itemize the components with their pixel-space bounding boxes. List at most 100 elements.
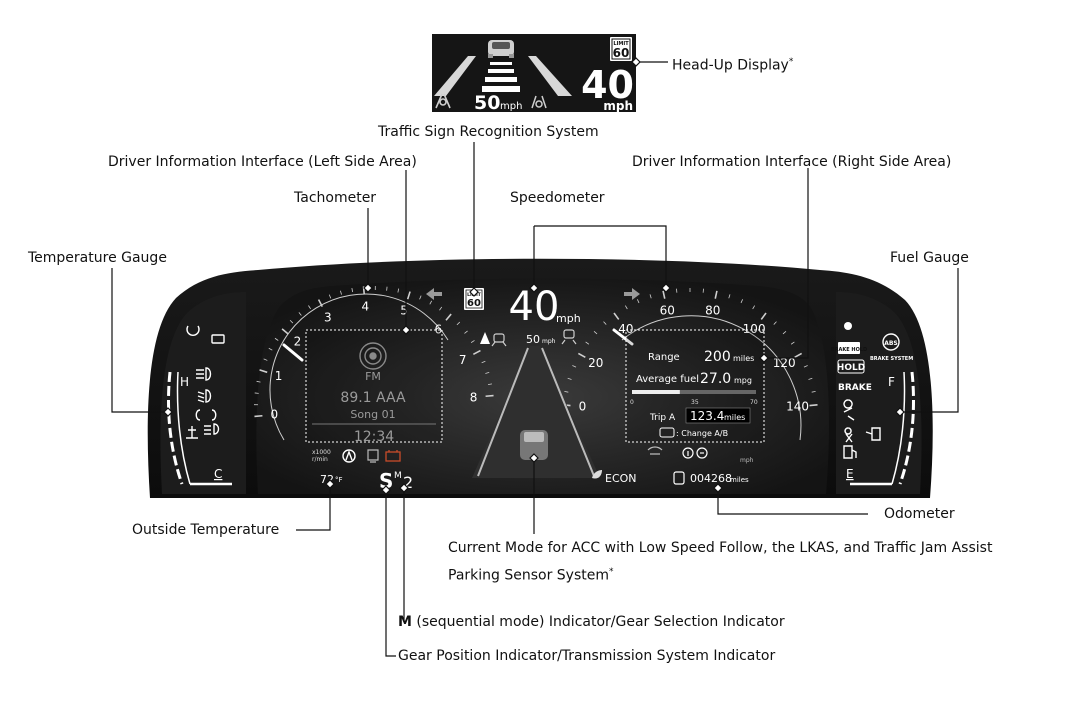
vehicle-ahead-icon bbox=[491, 333, 507, 347]
speedometer-tick bbox=[760, 312, 767, 320]
tachometer-tick bbox=[281, 328, 289, 335]
hud-set-speed: 50 bbox=[474, 92, 500, 112]
turn-left-arrow-icon bbox=[426, 288, 442, 300]
parking-light-icon bbox=[195, 409, 217, 421]
label-odometer: Odometer bbox=[884, 506, 955, 522]
parking-sensor-icon bbox=[647, 446, 663, 455]
temperature-cold-label: C bbox=[214, 467, 222, 481]
hud-lane-keep-icon bbox=[435, 93, 451, 109]
range-value: 200 bbox=[704, 349, 731, 365]
tachometer-tick-label: 6 bbox=[434, 322, 442, 336]
fuel-pump-icon bbox=[843, 445, 857, 459]
low-beam-icon bbox=[204, 423, 220, 435]
gear-mode: M bbox=[394, 471, 402, 481]
econ-leaf-icon bbox=[592, 470, 602, 479]
speedometer-tick bbox=[782, 331, 787, 335]
speedometer-tick-label: 60 bbox=[660, 303, 675, 317]
speedometer-tick bbox=[752, 305, 756, 310]
leader-lines bbox=[111, 61, 959, 657]
auto-idle-stop-icon bbox=[342, 449, 356, 463]
tachometer-tick-label: 2 bbox=[294, 335, 302, 349]
tachometer-tick bbox=[268, 347, 273, 351]
speedometer-tick-label: 40 bbox=[618, 322, 633, 336]
fuel-economy-bar-track bbox=[632, 390, 756, 394]
temperature-gauge-bars bbox=[167, 371, 232, 486]
scale-max: 70 bbox=[750, 399, 758, 406]
speedometer-tick bbox=[803, 365, 808, 368]
radio-song: Song 01 bbox=[350, 408, 395, 421]
range-unit: miles bbox=[733, 354, 754, 363]
turn-right-arrow-icon bbox=[624, 288, 640, 300]
cluster-set-speed: 50 bbox=[526, 333, 540, 346]
fog-light-icon bbox=[197, 389, 212, 403]
outside-temperature-unit: °F bbox=[335, 476, 343, 484]
cluster-set-unit: mph bbox=[542, 338, 556, 345]
tachometer-tick bbox=[351, 287, 354, 293]
info-icon bbox=[682, 447, 694, 459]
tachometer-tick bbox=[259, 369, 268, 374]
speedometer-tick-label: 140 bbox=[786, 400, 809, 414]
seatbelt-icon bbox=[844, 427, 853, 443]
label-fuel-gauge: Fuel Gauge bbox=[890, 250, 969, 266]
speedometer-ticks bbox=[562, 288, 818, 407]
tachometer-tick-label: 5 bbox=[400, 304, 408, 318]
odometer-value: 004268 bbox=[690, 472, 732, 485]
hud-limit-value: 60 bbox=[613, 46, 630, 60]
tachometer-tick bbox=[464, 330, 468, 334]
speedometer-tick bbox=[572, 365, 577, 368]
average-fuel-unit: mpg bbox=[734, 376, 752, 385]
cone-icon bbox=[480, 332, 490, 344]
label-dii-left: Driver Information Interface (Left Side … bbox=[108, 154, 417, 170]
tire-pressure-icon bbox=[186, 325, 200, 336]
trip-label: Trip A bbox=[649, 413, 676, 423]
tach-unit-bottom: r/min bbox=[312, 456, 328, 463]
speedometer-tick bbox=[773, 321, 777, 325]
odometer-unit: miles bbox=[730, 476, 749, 484]
trip-value-box bbox=[685, 407, 751, 424]
speedometer-needle bbox=[612, 328, 634, 346]
speedometer-tick bbox=[714, 290, 718, 299]
tachometer-tick bbox=[485, 394, 494, 398]
tachometer-tick bbox=[254, 414, 263, 418]
tachometer-tick bbox=[406, 291, 411, 300]
fuel-empty-label: E bbox=[846, 467, 854, 481]
speedometer-tick bbox=[794, 352, 803, 358]
speedometer-tick-label: 120 bbox=[773, 356, 796, 370]
brake-system-icon-label: BRAKE SYSTEM bbox=[870, 356, 913, 362]
tachometer-tick-label: 1 bbox=[275, 369, 283, 383]
fuel-economy-bar-fill bbox=[632, 390, 680, 394]
label-outside-temperature: Outside Temperature bbox=[132, 522, 280, 538]
tachometer-tick bbox=[429, 300, 433, 305]
left-info-box bbox=[305, 329, 443, 443]
seat-icon bbox=[367, 449, 379, 463]
speedometer-tick-label: 100 bbox=[743, 322, 766, 336]
leader-gear bbox=[385, 490, 396, 657]
status-dot-icon bbox=[844, 322, 852, 330]
center-speed-unit: mph bbox=[556, 312, 581, 325]
tachometer-tick-label: 3 bbox=[324, 310, 332, 324]
tachometer-tick bbox=[274, 337, 279, 341]
hud-lane-left bbox=[434, 56, 476, 96]
tachometer-tick-label: 4 bbox=[361, 299, 369, 313]
scale-mid: 35 bbox=[691, 399, 699, 406]
label-gear-position: Gear Position Indicator/Transmission Sys… bbox=[398, 648, 776, 664]
speedometer-tick bbox=[585, 341, 590, 345]
leader-markers bbox=[163, 57, 905, 495]
hold-icon-label: HOLD bbox=[837, 363, 865, 373]
label-traffic-sign-recognition: Traffic Sign Recognition System bbox=[378, 124, 599, 140]
label-temperature-gauge: Temperature Gauge bbox=[28, 250, 167, 266]
gear-number: 2 bbox=[403, 473, 413, 492]
tachometer-tick bbox=[256, 380, 261, 383]
brake-icon-label: BRAKE bbox=[838, 383, 872, 393]
scale-min: 0 bbox=[630, 399, 634, 406]
tachometer-arc bbox=[269, 293, 449, 441]
label-head-up-display: Head-Up Display* bbox=[672, 57, 794, 74]
airbag-icon bbox=[843, 399, 855, 421]
leader-outside-temp bbox=[296, 484, 331, 531]
left-warning-icons bbox=[186, 325, 225, 439]
speedometer-tick-label: 0 bbox=[579, 400, 587, 414]
